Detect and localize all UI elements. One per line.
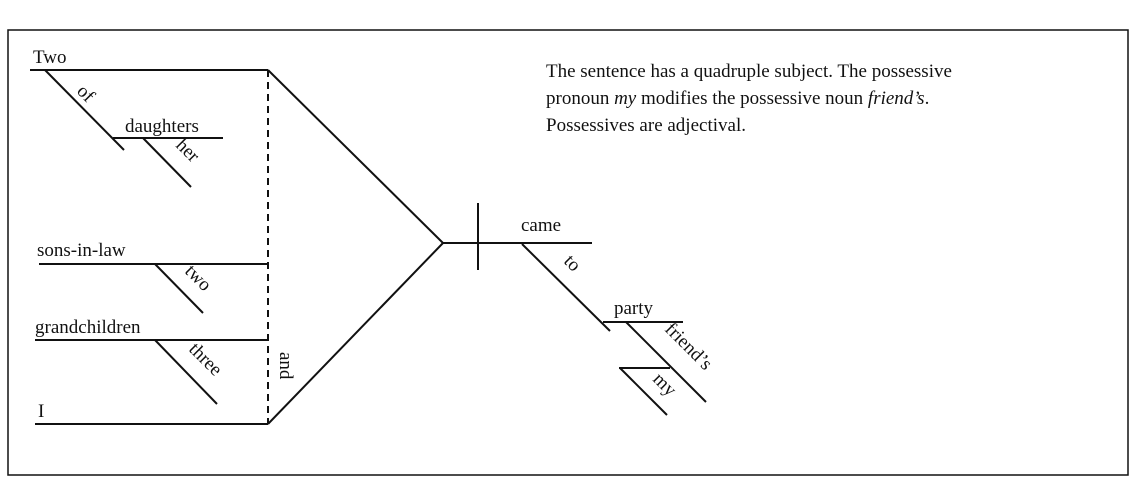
word-her: her bbox=[171, 135, 203, 167]
note-line-3: Possessives are adjectival. bbox=[546, 115, 746, 136]
note-line-1: The sentence has a quadruple subject. Th… bbox=[546, 61, 952, 82]
note-emphasis-my: my bbox=[614, 88, 637, 109]
note-line-2: pronoun my modifies the possessive noun … bbox=[546, 85, 1106, 112]
word-daughters: daughters bbox=[125, 116, 199, 137]
modifier-line-her bbox=[142, 137, 192, 188]
note-text: modifies the possessive noun bbox=[636, 88, 868, 109]
word-two-cap: Two bbox=[33, 47, 67, 68]
word-came: came bbox=[521, 215, 561, 236]
explanation-note: The sentence has a quadruple subject. Th… bbox=[546, 58, 1106, 139]
note-emphasis-friends: friend’s bbox=[867, 88, 925, 109]
word-and: and bbox=[275, 352, 296, 380]
word-three: three bbox=[184, 339, 226, 381]
preposition-line-to bbox=[521, 243, 611, 332]
fork-upper-line bbox=[267, 69, 444, 244]
note-text: . bbox=[924, 88, 930, 109]
word-sons-in-law: sons-in-law bbox=[37, 240, 126, 261]
modifier-line-my bbox=[619, 367, 668, 416]
word-grandchildren: grandchildren bbox=[35, 317, 141, 338]
modifier-line-two bbox=[154, 263, 204, 314]
word-i: I bbox=[38, 401, 44, 422]
word-party: party bbox=[614, 298, 654, 319]
modifier-line-friends bbox=[625, 321, 707, 403]
preposition-line-of bbox=[44, 69, 125, 151]
diagram-frame bbox=[7, 29, 1129, 476]
note-text: pronoun bbox=[546, 88, 615, 109]
word-to: to bbox=[559, 251, 584, 276]
word-two: two bbox=[180, 261, 215, 296]
fork-lower-line bbox=[267, 242, 444, 425]
word-my: my bbox=[648, 369, 680, 401]
modifier-line-three bbox=[154, 339, 218, 405]
